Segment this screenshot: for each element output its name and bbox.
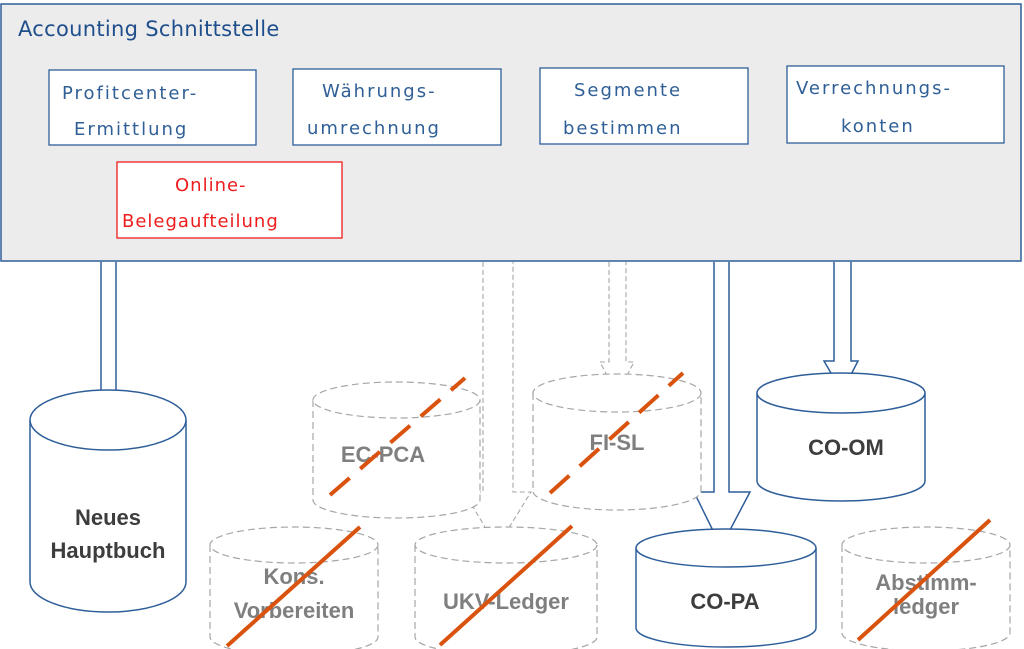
process-label-line1: Profitcenter- bbox=[62, 83, 198, 104]
process-segmente: Segmente bestimmen bbox=[539, 67, 749, 145]
cylinder-body bbox=[756, 393, 926, 502]
cross-out-line bbox=[856, 518, 992, 642]
process-label-line1: Verrechnungs- bbox=[796, 78, 952, 99]
cylinder-body bbox=[635, 548, 817, 648]
database-kons-vorbereiten: Kons.Vorbereiten bbox=[209, 525, 379, 649]
cylinder-body bbox=[841, 545, 1011, 649]
cylinder-body bbox=[532, 393, 702, 511]
database-co-pa: CO-PA bbox=[635, 528, 817, 648]
process-label-line1: Segmente bbox=[574, 80, 682, 101]
database-label: Hauptbuch bbox=[51, 538, 166, 563]
database-label: Abstimm- bbox=[875, 570, 976, 595]
database-ec-pca: EC-PCA bbox=[312, 376, 481, 519]
cylinder-body bbox=[414, 545, 598, 649]
cross-out-line bbox=[225, 525, 362, 648]
database-label: Neues bbox=[75, 505, 141, 530]
process-label-line2: bestimmen bbox=[563, 118, 683, 139]
process-verrechnung: Verrechnungs- konten bbox=[786, 65, 1005, 144]
cylinder-top bbox=[312, 381, 481, 419]
cylinder-top bbox=[756, 372, 926, 414]
cross-out-line bbox=[328, 376, 467, 497]
database-label: CO-PA bbox=[690, 589, 759, 614]
process-belegaufteilung: Online- Belegaufteilung bbox=[116, 161, 343, 239]
arrow-shape bbox=[692, 262, 752, 549]
interface-title: Accounting Schnittstelle bbox=[18, 17, 280, 41]
process-label-line1: Online- bbox=[175, 175, 247, 196]
cylinder-top bbox=[29, 389, 187, 451]
process-profitcenter: Profitcenter- Ermittlung bbox=[48, 69, 257, 146]
process-label-line2: konten bbox=[841, 116, 915, 137]
cylinder-top bbox=[209, 526, 379, 564]
database-label: EC-PCA bbox=[341, 442, 425, 467]
cylinder-top bbox=[414, 526, 598, 564]
database-fi-sl: FI-SL bbox=[532, 371, 702, 511]
process-label-line2: Belegaufteilung bbox=[122, 211, 279, 232]
database-co-om: CO-OM bbox=[756, 372, 926, 502]
cylinder-top bbox=[532, 373, 702, 413]
cylinder-top bbox=[841, 526, 1011, 564]
cross-out-line bbox=[438, 524, 574, 647]
database-ukv-ledger: UKV-Ledger bbox=[414, 524, 598, 649]
cylinder-body bbox=[312, 400, 481, 519]
database-label: Vorbereiten bbox=[234, 598, 355, 623]
flow-arrow-co-pa bbox=[692, 262, 752, 549]
cylinder-top bbox=[635, 528, 817, 568]
process-label-line2: Ermittlung bbox=[74, 119, 188, 140]
database-label: CO-OM bbox=[808, 435, 884, 460]
cross-out-line bbox=[548, 371, 685, 495]
process-label-line1: Währungs- bbox=[322, 81, 437, 102]
cylinder-body bbox=[29, 420, 187, 613]
process-label-line2: umrechnung bbox=[307, 118, 441, 139]
database-abstimmledger: Abstimm-ledger bbox=[841, 518, 1011, 649]
process-waehrung: Währungs- umrechnung bbox=[292, 68, 502, 146]
database-label: UKV-Ledger bbox=[443, 589, 569, 614]
